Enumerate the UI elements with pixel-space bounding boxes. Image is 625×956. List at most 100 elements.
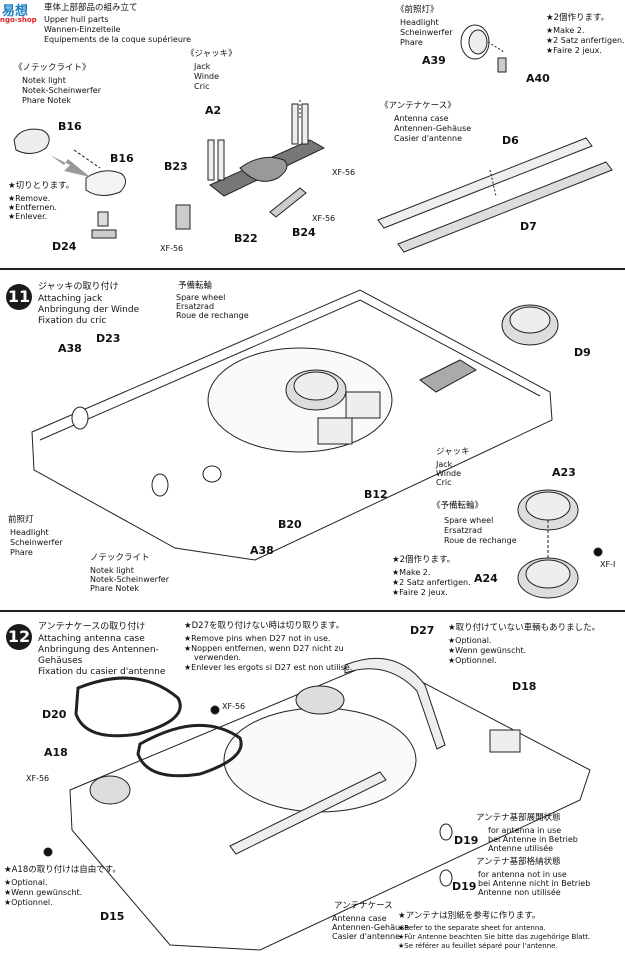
spare-right-fr: Roue de rechange xyxy=(444,536,517,545)
optional-top-en: ★Optional. xyxy=(448,636,492,645)
part-d19a: D19 xyxy=(454,834,479,847)
paint-xf56a-12: XF-56 xyxy=(222,702,246,711)
refer-jp: ★アンテナは別紙を参考に作ります。 xyxy=(398,911,541,921)
notek-cut-fr: ★Enlever. xyxy=(8,212,48,221)
refer-de: ★Für Antenne beachten Sie bitte das zuge… xyxy=(398,933,591,941)
not-use-fr: Antenne non utilisée xyxy=(478,888,561,897)
refer-en: ★Refer to the separate sheet for antenna… xyxy=(398,924,546,932)
hull-drawing-step12 xyxy=(43,547,603,951)
spare-wheel-drawing xyxy=(517,489,579,599)
upper-hull-title-de: Wannen-Einzelteile xyxy=(44,25,121,34)
part-d24: D24 xyxy=(52,240,77,253)
notek-jp: 《ノテックライト》 xyxy=(14,63,91,73)
step-11-title-jp: ジャッキの取り付け xyxy=(38,282,119,292)
headlight-jp: 《前照灯》 xyxy=(396,5,439,15)
antenna-case12-en: Antenna case xyxy=(332,914,387,923)
optional-top-fr: ★Optionnel. xyxy=(448,656,497,665)
paint-xf56a: XF-56 xyxy=(332,168,356,177)
in-use-jp: アンテナ基部展開状態 xyxy=(476,813,561,823)
part-b20: B20 xyxy=(278,518,302,531)
part-b23: B23 xyxy=(164,160,188,173)
spare-top-fr: Roue de rechange xyxy=(176,311,249,320)
antenna-top-en: Antenna case xyxy=(394,114,449,123)
make2-11-fr: ★Faire 2 jeux. xyxy=(392,588,448,597)
shop-logo: 易想 ngo-shop xyxy=(0,0,44,26)
not-use-en: for antenna not in use xyxy=(478,870,567,879)
part-a23: A23 xyxy=(552,466,576,479)
part-a40: A40 xyxy=(526,72,550,85)
not-use-de: bei Antenne nicht in Betrieb xyxy=(478,879,591,888)
spare-top-de: Ersatzrad xyxy=(176,302,215,311)
part-d27: D27 xyxy=(410,624,435,637)
headlight-de: Scheinwerfer xyxy=(400,28,453,37)
notek-en: Notek light xyxy=(22,76,66,85)
jack-en: Jack xyxy=(194,62,211,71)
headlight-en: Headlight xyxy=(400,18,439,27)
step-12-title-en: Attaching antenna case xyxy=(38,634,145,644)
in-use-de: bei Antenne in Betrieb xyxy=(488,835,578,844)
antenna-case12-de: Antennen-Gehäuse xyxy=(332,923,410,932)
part-a2: A2 xyxy=(205,104,222,117)
remove-pins-de: ★Noppen entfernen, wenn D27 nicht zu xyxy=(184,644,344,653)
upper-hull-title-fr: Equipements de la coque supérieure xyxy=(44,35,191,44)
spare-top-jp: 予備転輪 xyxy=(178,281,213,291)
part-d20: D20 xyxy=(42,708,67,721)
part-d9: D9 xyxy=(574,346,591,359)
remove-pins-de2: verwenden. xyxy=(194,653,242,662)
arrow-graphic xyxy=(50,155,90,177)
remove-pins-en: ★Remove pins when D27 not in use. xyxy=(184,634,331,643)
headlight11-en: Headlight xyxy=(10,528,49,537)
notek11-jp: ノテックライト xyxy=(90,553,150,563)
logo-text: 易想 xyxy=(2,4,29,19)
make2-11-en: ★Make 2. xyxy=(392,568,431,577)
optional-top-jp: ★取り付けていない車輌もありました。 xyxy=(448,623,601,633)
step-11-title-de: Anbringung der Winde xyxy=(38,305,140,315)
make2-top-jp: ★2個作ります。 xyxy=(546,13,610,23)
headlight11-fr: Phare xyxy=(10,548,33,557)
make2-11-jp: ★2個作ります。 xyxy=(392,555,456,565)
in-use-en: for antenna in use xyxy=(488,826,562,835)
paint-xf56b-12: XF-56 xyxy=(26,774,50,783)
divider-1 xyxy=(0,268,625,270)
part-d6: D6 xyxy=(502,134,519,147)
part-b16b: B16 xyxy=(110,152,134,165)
notek11-en: Notek light xyxy=(90,566,134,575)
in-use-fr: Antenne utilisée xyxy=(488,844,554,853)
part-a18: A18 xyxy=(44,746,68,759)
divider-2 xyxy=(0,610,625,612)
step-12-number: 12 xyxy=(6,624,32,650)
spare-right-de: Ersatzrad xyxy=(444,526,483,535)
notek-cut-de: ★Entfernen. xyxy=(8,203,57,212)
spare-right-jp: 《予備転輪》 xyxy=(432,501,484,511)
refer-fr: ★Se référer au feuillet séparé pour l'an… xyxy=(398,942,558,950)
part-a38b: A38 xyxy=(250,544,274,557)
notek-cut-jp: ★切りとります。 xyxy=(8,181,75,191)
step-11-number: 11 xyxy=(6,284,32,310)
headlight-fr: Phare xyxy=(400,38,423,47)
remove-pins-jp: ★D27を取り付けない時は切り取ります。 xyxy=(184,621,345,631)
paint-xf56b: XF-56 xyxy=(312,214,336,223)
antenna-case12-fr: Casier d'antenne xyxy=(332,932,401,941)
upper-hull-title-jp: 車体上部部品の組み立て xyxy=(44,3,138,13)
step-12-title-fr: Fixation du casier d'antenne xyxy=(38,667,166,677)
jack-jp: 《ジャッキ》 xyxy=(186,49,237,59)
hull-drawing-step11 xyxy=(31,289,559,561)
part-b24: B24 xyxy=(292,226,316,239)
upper-hull-title-en: Upper hull parts xyxy=(44,15,109,24)
part-d23: D23 xyxy=(96,332,121,345)
paint-xf56c: XF-56 xyxy=(160,244,184,253)
optional-top-de: ★Wenn gewünscht. xyxy=(448,646,527,655)
make2-top-de: ★2 Satz anfertigen. xyxy=(546,36,625,45)
spare-top-en: Spare wheel xyxy=(176,293,226,302)
part-a38a: A38 xyxy=(58,342,82,355)
notek11-de: Notek-Scheinwerfer xyxy=(90,575,169,584)
part-a24: A24 xyxy=(474,572,498,585)
notek-lamp-drawing xyxy=(13,128,126,239)
jack11-fr: Cric xyxy=(436,478,452,487)
jack-fr: Cric xyxy=(194,82,210,91)
optional-left-en: ★Optional. xyxy=(4,878,48,887)
part-b12: B12 xyxy=(364,488,388,501)
antenna-top-jp: 《アンテナケース》 xyxy=(380,101,456,111)
paint-xf1: XF-I xyxy=(600,560,616,569)
